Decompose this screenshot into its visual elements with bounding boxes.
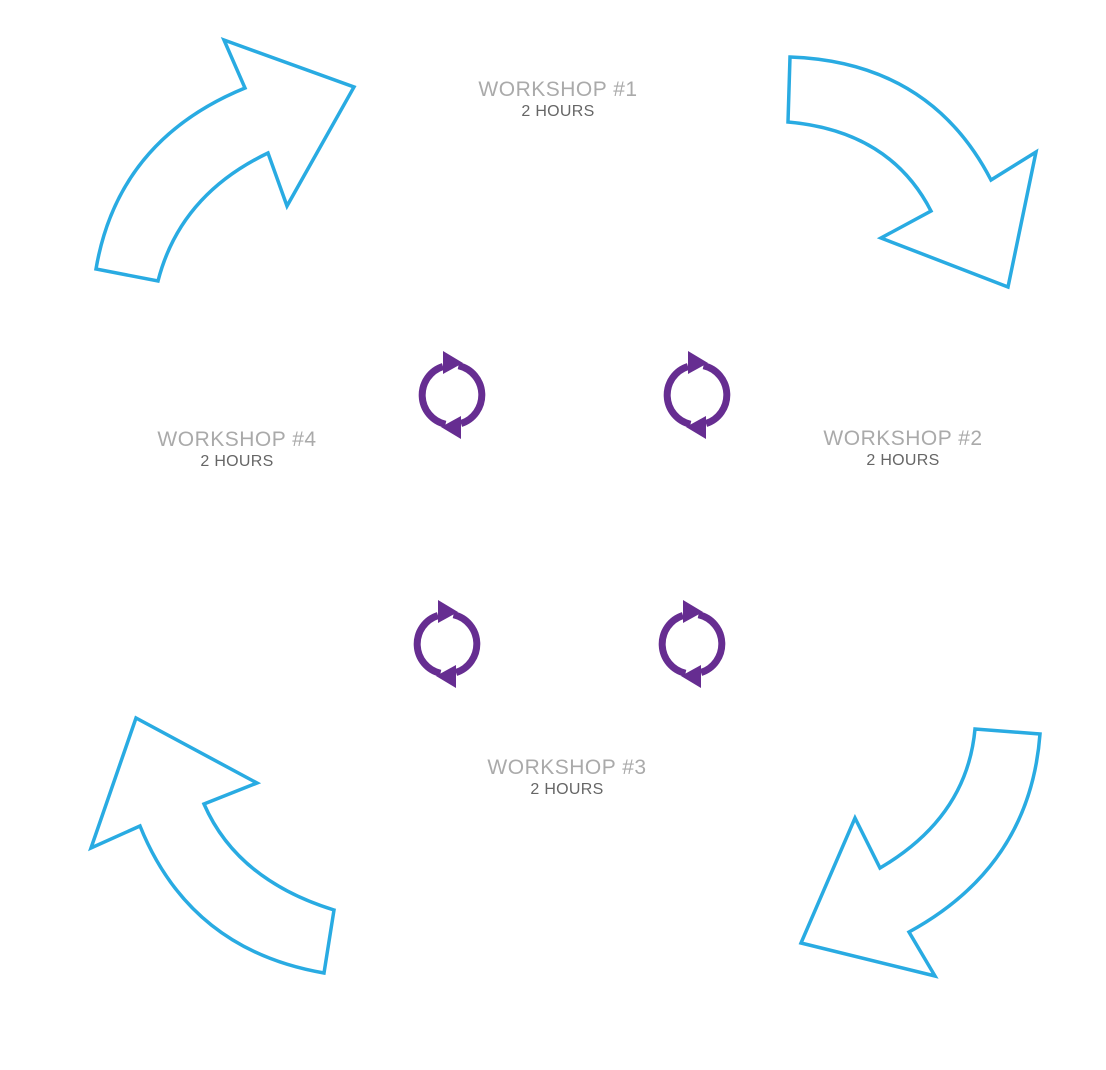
curved-arrow-top-right-icon [786,55,1039,290]
refresh-cycle-icon [658,600,726,688]
refresh-cycle-icon [663,351,731,439]
workshop-duration: 2 HOURS [200,453,274,470]
workshop-duration: 2 HOURS [866,452,940,469]
workshop-title: WORKSHOP #4 [157,428,317,451]
curved-arrow-bottom-left-icon [88,715,336,976]
workshop-2-label: WORKSHOP #2 2 HOURS [783,427,1023,471]
workshop-3-label: WORKSHOP #3 2 HOURS [447,756,687,800]
workshop-title: WORKSHOP #2 [823,427,983,450]
workshop-4-label: WORKSHOP #4 2 HOURS [117,428,357,472]
refresh-cycle-icon [418,351,486,439]
workshop-duration: 2 HOURS [530,781,604,798]
workshop-1-label: WORKSHOP #1 2 HOURS [438,78,678,122]
workshop-title: WORKSHOP #3 [487,756,647,779]
curved-arrow-bottom-right-icon [798,727,1042,979]
workshop-title: WORKSHOP #1 [478,78,638,101]
workshop-duration: 2 HOURS [521,103,595,120]
curved-arrow-top-left-icon [93,36,357,284]
refresh-cycle-icon [413,600,481,688]
